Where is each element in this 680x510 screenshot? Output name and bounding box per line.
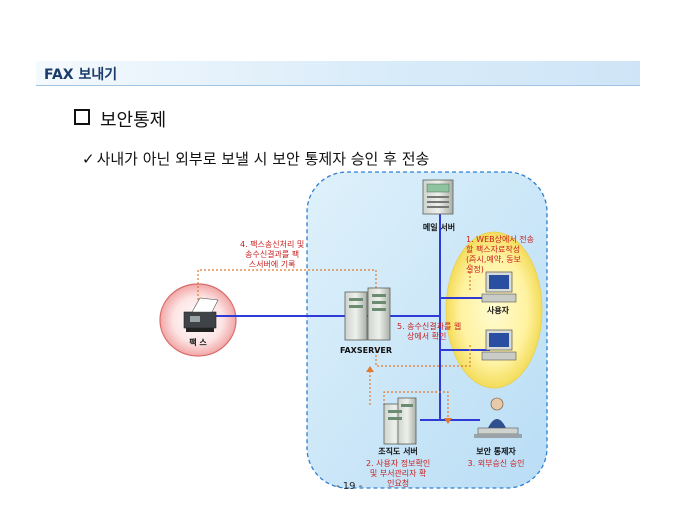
user-computer-icon-1: [481, 271, 517, 303]
step5-line: 5. 송수신결과를 웹: [397, 322, 462, 331]
page-number: - 19 -: [336, 481, 363, 492]
fax-server-label: FAXSERVER: [339, 346, 393, 355]
user-computer-icon-2: [481, 329, 517, 361]
mail-server-icon: [422, 179, 454, 215]
header-title: FAX 보내기: [44, 67, 118, 83]
step2-annotation: 2. 사용자 정보확인 및 부서관리자 확 인요청: [366, 459, 430, 489]
header-bar: FAX 보내기: [36, 61, 640, 86]
org-server-label: 조직도 서버: [378, 447, 418, 456]
mail-server-label: 메일 서버: [422, 223, 456, 232]
step1-line: 할 팩스자료작성: [466, 245, 521, 254]
checkmark-icon: ✓: [82, 150, 95, 168]
step4-annotation: 4. 팩스송신처리 및 송수신결과를 팩 스서버에 기록: [240, 240, 304, 270]
step5-line: 상에서 확인: [407, 332, 447, 341]
step4-line: 스서버에 기록: [248, 260, 296, 269]
security-controller-icon: [474, 397, 522, 438]
step2-line: 2. 사용자 정보확인: [366, 459, 431, 468]
checkbox-square-icon: [74, 109, 90, 125]
section-title: 보안통제: [74, 106, 166, 132]
flow-lines: [197, 260, 471, 420]
user-label: 사용자: [486, 306, 510, 315]
step4-line: 송수신결과를 팩: [245, 250, 300, 259]
subtitle-text: 사내가 아닌 외부로 보낼 시 보안 통제자 승인 후 전송: [96, 150, 430, 168]
subtitle: ✓사내가 아닌 외부로 보낼 시 보안 통제자 승인 후 전송: [82, 148, 429, 169]
fax-label: 팩 스: [189, 338, 207, 347]
org-server-icon: [383, 397, 417, 445]
fax-machine-icon: [183, 297, 219, 332]
fax-server-icon: [344, 287, 391, 341]
step2-line: 및 부서관리자 확: [369, 469, 427, 478]
step3-line: 3. 외부승신 승인: [467, 459, 525, 468]
step4-line: 4. 팩스송신처리 및: [240, 240, 305, 249]
security-controller-label: 보안 통제자: [476, 447, 516, 456]
step3-annotation: 3. 외부승신 승인: [456, 459, 536, 469]
step1-annotation: 1. WEB상에서 전송 할 팩스자료작성 (즉시,예약, 동보 설정): [466, 235, 534, 275]
step1-line: 1. WEB상에서 전송: [466, 235, 534, 244]
step2-line: 인요청: [387, 479, 410, 488]
step5-annotation: 5. 송수신결과를 웹 상에서 확인: [397, 322, 461, 342]
step1-line: (즉시,예약, 동보: [466, 255, 521, 264]
step1-line: 설정): [466, 265, 484, 274]
section-title-text: 보안통제: [100, 110, 167, 131]
